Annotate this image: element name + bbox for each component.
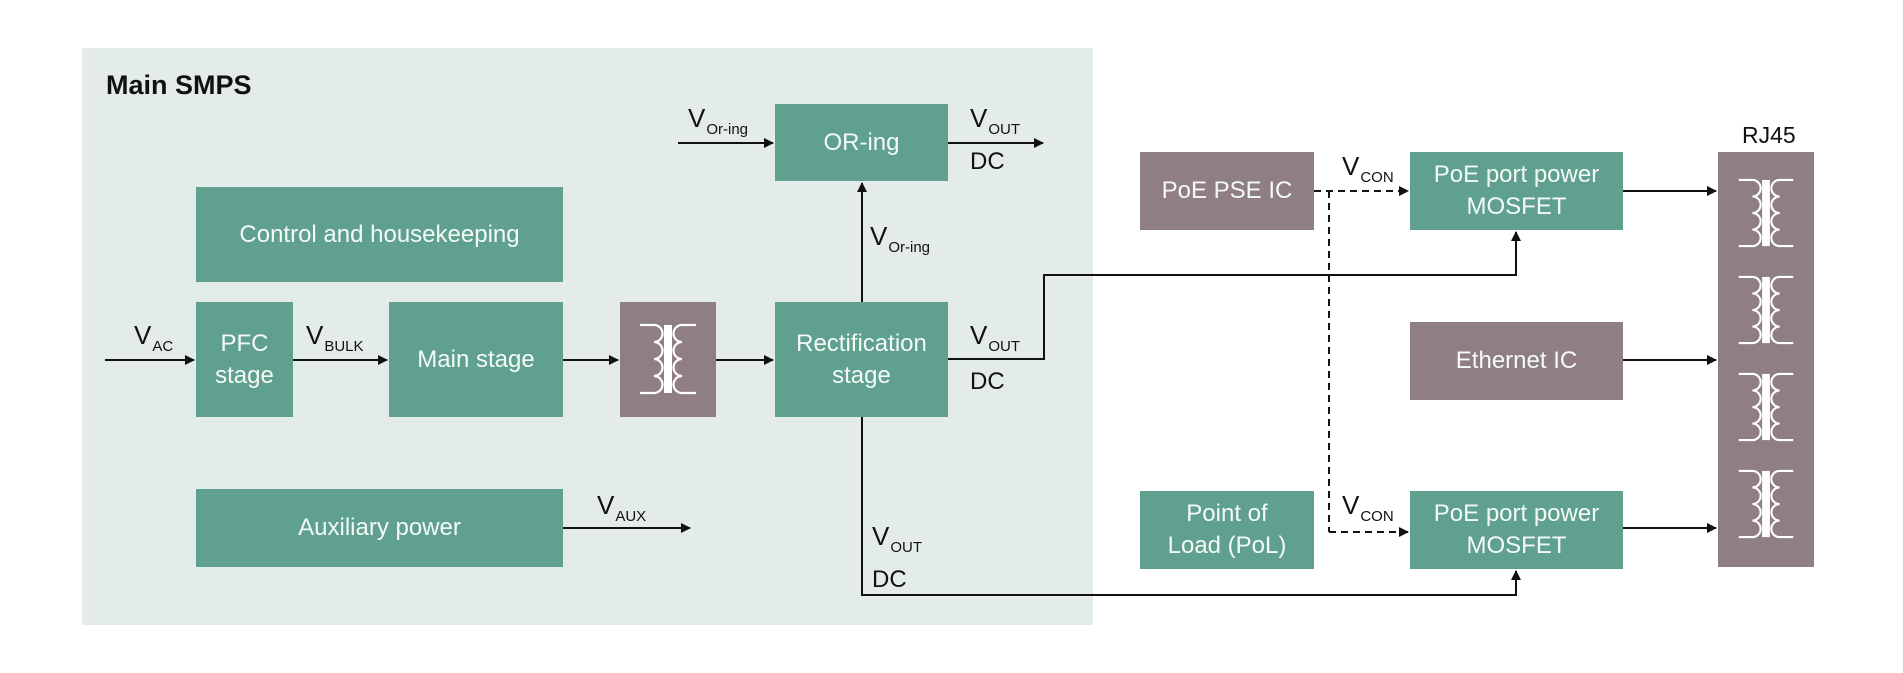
rectification-stage-block: Rectification stage [775,302,948,417]
auxiliary-power-label: Auxiliary power [298,514,461,541]
poe-mosfet-top-line2: MOSFET [1466,193,1567,220]
oring-label: OR-ing [823,128,900,156]
point-of-load-line1: Point of [1186,500,1268,527]
ethernet-ic-block: Ethernet IC [1410,322,1623,400]
transformer-icon [640,323,696,394]
poe-mosfet-top-line1: PoE port power [1433,161,1600,188]
poe-mosfet-bottom-line1: PoE port power [1433,500,1600,527]
oring-block: OR-ing [775,104,948,181]
main-stage-block: Main stage [389,302,563,417]
rj45-transformer-icon [1738,469,1794,538]
rj45-transformer-icon [1738,276,1794,345]
point-of-load-line2: Load (PoL) [1167,532,1287,559]
vout-to-bottom-mosfet-line [861,417,1521,596]
voring-up-label: VOr-ing [870,221,931,256]
vcon-top-label: VCON [1342,151,1394,186]
auxiliary-power-block: Auxiliary power [196,489,563,567]
vout-oring-dc-label: DC [970,148,1005,175]
vout-rect-label: VOUT [970,320,1021,355]
pfc-label-line2: stage [215,361,274,389]
vcon-bottom-label: VCON [1342,490,1394,525]
main-stage-label: Main stage [417,345,535,373]
poe-mosfet-bottom-line2: MOSFET [1466,532,1567,559]
point-of-load-block: Point of Load (PoL) [1140,491,1314,569]
vout-down-dc-label: DC [872,566,907,593]
rj45-transformer-icon [1738,372,1794,442]
rj45-transformer-icon [1738,179,1794,248]
voring-input-label: VOr-ing [688,103,749,138]
rj45-label: RJ45 [1742,122,1796,148]
pfc-label-line1: PFC [220,329,269,357]
control-housekeeping-label: Control and housekeeping [239,220,520,248]
vout-oring-label: VOUT [970,103,1021,138]
vaux-label: VAUX [597,490,647,525]
poe-mosfet-top-block: PoE port power MOSFET [1410,152,1623,230]
control-housekeeping-block: Control and housekeeping [196,187,563,282]
poe-pse-ic-block: PoE PSE IC [1140,152,1314,230]
main-smps-title: Main SMPS [106,70,252,100]
poe-mosfet-bottom-block: PoE port power MOSFET [1410,491,1623,569]
transformer-block [620,302,716,417]
rectification-label-line2: stage [832,361,891,389]
vout-down-label: VOUT [872,521,923,556]
vac-label: VAC [134,320,174,355]
vbulk-label: VBULK [306,320,364,355]
pfc-stage-block: PFC stage [196,302,293,417]
ethernet-ic-label: Ethernet IC [1455,347,1578,374]
vout-to-top-mosfet-line [948,231,1521,360]
rectification-label-line1: Rectification [796,329,927,357]
rj45-connector-block [1718,152,1814,567]
poe-pse-ic-label: PoE PSE IC [1161,177,1293,204]
vout-rect-dc-label: DC [970,368,1005,395]
